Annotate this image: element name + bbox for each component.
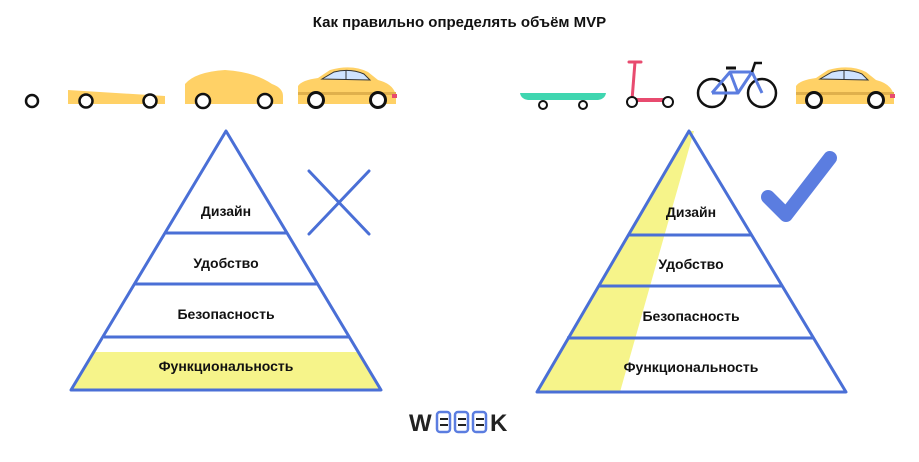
left-pyramid-highlight bbox=[71, 352, 381, 390]
skateboard-icon bbox=[520, 93, 606, 110]
car-icon bbox=[796, 67, 895, 109]
left-level-safety: Безопасность bbox=[177, 306, 275, 322]
right-level-usability: Удобство bbox=[658, 256, 723, 272]
car-body-icon bbox=[185, 70, 283, 110]
logo-letter-w: W bbox=[409, 410, 432, 437]
check-icon bbox=[761, 151, 837, 222]
left-level-design: Дизайн bbox=[201, 203, 251, 219]
logo-letter-k: K bbox=[490, 410, 508, 437]
right-level-safety: Безопасность bbox=[642, 308, 740, 324]
wheel-icon bbox=[24, 93, 40, 109]
right-vehicles bbox=[520, 60, 895, 110]
scooter-icon bbox=[626, 60, 674, 108]
left-level-usability: Удобство bbox=[193, 255, 258, 271]
right-level-design: Дизайн bbox=[666, 204, 716, 220]
cross-icon bbox=[307, 169, 371, 236]
right-level-functionality: Функциональность bbox=[624, 359, 759, 375]
logo-e-bars-icon bbox=[435, 410, 488, 434]
bicycle-icon bbox=[696, 61, 778, 109]
left-pyramid: Дизайн Удобство Безопасность Функциональ… bbox=[69, 129, 383, 392]
chassis-icon bbox=[68, 90, 165, 109]
car-icon bbox=[298, 67, 397, 109]
right-pyramid: Дизайн Удобство Безопасность Функциональ… bbox=[535, 129, 848, 394]
left-vehicles bbox=[24, 67, 397, 110]
left-level-functionality: Функциональность bbox=[159, 358, 294, 374]
page-title: Как правильно определять объём MVP bbox=[312, 14, 607, 31]
weeek-logo: W K bbox=[409, 410, 508, 437]
